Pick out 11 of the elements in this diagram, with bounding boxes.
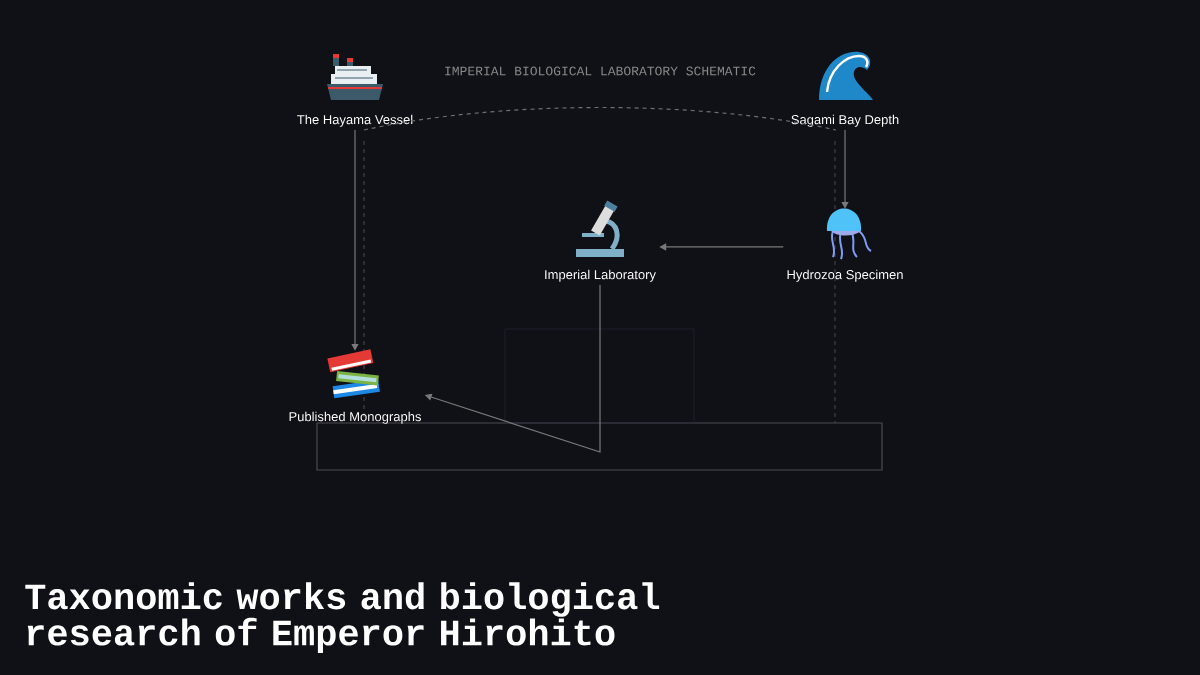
icon-label: Hydrozoa Specimen — [787, 269, 903, 282]
arrow — [659, 243, 784, 251]
icon-label: The Hayama Vessel — [297, 114, 413, 127]
icon-label: Sagami Bay Depth — [791, 114, 899, 127]
dashed-arc — [363, 106, 837, 131]
arrow — [351, 129, 359, 351]
arrow — [841, 129, 849, 209]
schematic-heading: IMPERIAL BIOLOGICAL LABORATORY SCHEMATIC — [445, 66, 756, 76]
icon-label: Published Monographs — [289, 411, 421, 424]
title: Taxonomic works and biological research of Emperor Hirohito — [25, 582, 660, 653]
icon-label: Imperial Laboratory — [545, 269, 656, 282]
